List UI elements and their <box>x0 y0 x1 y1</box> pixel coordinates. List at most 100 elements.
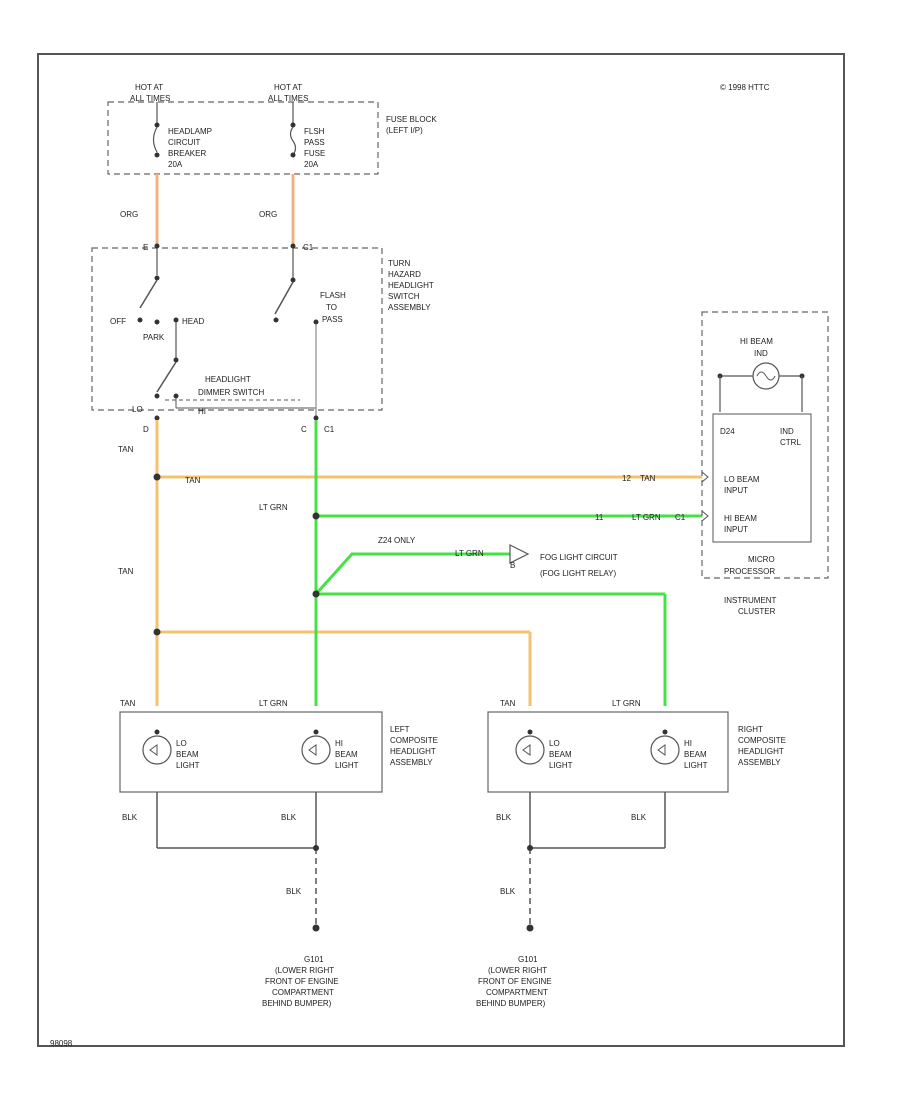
dimmer-label-1: HEADLIGHT <box>205 375 251 384</box>
lo-beam-input-2: INPUT <box>724 486 748 495</box>
switch-terminal-c: C <box>301 425 307 434</box>
pin-11-label: 11 <box>595 513 604 522</box>
copyright-label: © 1998 HTTC <box>720 83 770 92</box>
tan-label-5: TAN <box>500 699 516 708</box>
micro-processor-box <box>712 413 812 543</box>
dimmer-switch-blade <box>156 361 177 393</box>
blk-label-2: BLK <box>281 813 297 822</box>
circuit-breaker-symbol <box>152 126 158 153</box>
instrument-cluster: HI BEAM IND D24 IND CTRL LO BEAM INPUT H… <box>701 311 829 616</box>
org-label-left: ORG <box>120 210 138 219</box>
g101-left-1: G101 <box>304 955 324 964</box>
fuse-block: HOT AT ALL TIMES HOT AT ALL TIMES HEADLA… <box>107 83 437 175</box>
left-lo-1: LO <box>176 739 187 748</box>
tan-label-4: TAN <box>120 699 136 708</box>
hot-label-1-line-2: ALL TIMES <box>130 94 170 103</box>
fuse-block-label-2: (LEFT I/P) <box>386 126 423 135</box>
switch-assembly-label-2: HAZARD <box>388 270 421 279</box>
hot-label-2-line-2: ALL TIMES <box>268 94 308 103</box>
switch-off-label: OFF <box>110 317 126 326</box>
right-hi-2: BEAM <box>684 750 707 759</box>
right-assembly-label-3: HEADLIGHT <box>738 747 784 756</box>
blk-label-1: BLK <box>122 813 138 822</box>
ground-point-left <box>312 924 320 932</box>
g101-left-2: (LOWER RIGHT <box>275 966 334 975</box>
left-assembly-label-1: LEFT <box>390 725 410 734</box>
hi-beam-input-1: HI BEAM <box>724 514 757 523</box>
g101-right-2: (LOWER RIGHT <box>488 966 547 975</box>
breaker-terminal-top <box>154 122 160 128</box>
right-hi-3: LIGHT <box>684 761 708 770</box>
hot-label-1-line-1: HOT AT <box>135 83 163 92</box>
fuse-label-1: FLSH <box>304 127 325 136</box>
z24-only-label: Z24 ONLY <box>378 536 416 545</box>
ind-ctrl-2: CTRL <box>780 438 801 447</box>
switch-terminal-c1: C1 <box>303 243 314 252</box>
switch-hi-label: HI <box>198 407 206 416</box>
left-composite-headlight-assembly: LO BEAM LIGHT HI BEAM LIGHT LEFT COMPOSI… <box>119 711 438 793</box>
ground-circuit: BLK BLK BLK BLK BLK BLK G101 (LOWER RIGH… <box>122 792 666 1008</box>
ltgrn-label-4: LT GRN <box>612 699 641 708</box>
pin-c1-b: C1 <box>675 513 686 522</box>
fog-label-1: FOG LIGHT CIRCUIT <box>540 553 618 562</box>
right-assembly-box <box>487 711 729 793</box>
hi-beam-ind-label-2: IND <box>754 349 768 358</box>
tan-splice-1 <box>153 473 161 481</box>
fuse-label-2: PASS <box>304 138 325 147</box>
flash-to-pass-switch-blade <box>274 281 294 315</box>
left-hi-beam-bulb <box>301 735 331 765</box>
left-hi-1: HI <box>335 739 343 748</box>
left-hi-2: BEAM <box>335 750 358 759</box>
fuse-label-4: 20A <box>304 160 319 169</box>
right-lo-1: LO <box>549 739 560 748</box>
blk-label-6: BLK <box>500 887 516 896</box>
g101-right-1: G101 <box>518 955 538 964</box>
micro-label-1: MICRO <box>748 555 775 564</box>
ltgrn-splice-2 <box>312 590 320 598</box>
right-assembly-label-1: RIGHT <box>738 725 763 734</box>
right-hi-1: HI <box>684 739 692 748</box>
org-label-right: ORG <box>259 210 277 219</box>
micro-label-2: PROCESSOR <box>724 567 775 576</box>
switch-assembly-label-1: TURN <box>388 259 410 268</box>
left-lo-2: BEAM <box>176 750 199 759</box>
breaker-label-1: HEADLAMP <box>168 127 212 136</box>
ltgrn-label-1: LT GRN <box>259 503 288 512</box>
pin-c1-a: C1 <box>324 425 335 434</box>
breaker-label-2: CIRCUIT <box>168 138 201 147</box>
left-assembly-box <box>119 711 383 793</box>
lt-grn-circuit: LT GRN LT GRN LT GRN LT GRN LT GRN 11 C1… <box>259 420 702 708</box>
right-hi-beam-bulb <box>650 735 680 765</box>
switch-lo-label: LO <box>132 405 143 414</box>
cluster-name-1: INSTRUMENT <box>724 596 777 605</box>
switch-assembly-box <box>91 247 383 411</box>
diagram-frame <box>37 53 845 1047</box>
tan-label-3: TAN <box>118 567 134 576</box>
right-lo-beam-bulb <box>515 735 545 765</box>
left-hi-3: LIGHT <box>335 761 359 770</box>
blk-label-3: BLK <box>496 813 512 822</box>
cluster-name-2: CLUSTER <box>738 607 776 616</box>
g101-right-3: FRONT OF ENGINE <box>478 977 552 986</box>
tan-circuit: TAN TAN TAN TAN TAN 12 TAN <box>118 420 702 708</box>
g101-right-4: COMPARTMENT <box>486 988 548 997</box>
left-lo-3: LIGHT <box>176 761 200 770</box>
flash-to-pass-label-1: FLASH <box>320 291 346 300</box>
dimmer-label-2: DIMMER SWITCH <box>198 388 264 397</box>
switch-assembly-label-3: HEADLIGHT <box>388 281 434 290</box>
fuse-block-label-1: FUSE BLOCK <box>386 115 437 124</box>
flash-to-pass-label-3: PASS <box>322 315 343 324</box>
switch-assembly-label-4: SWITCH <box>388 292 420 301</box>
cluster-box <box>701 311 829 579</box>
left-lo-beam-bulb <box>142 735 172 765</box>
breaker-label-4: 20A <box>168 160 183 169</box>
ltgrn-label-3: LT GRN <box>259 699 288 708</box>
blk-label-5: BLK <box>286 887 302 896</box>
right-assembly-label-4: ASSEMBLY <box>738 758 781 767</box>
headlight-switch-blade <box>139 279 158 309</box>
switch-head-label: HEAD <box>182 317 204 326</box>
switch-terminal-d: D <box>143 425 149 434</box>
footer-code: 98098 <box>50 1039 73 1048</box>
g101-left-4: COMPARTMENT <box>272 988 334 997</box>
